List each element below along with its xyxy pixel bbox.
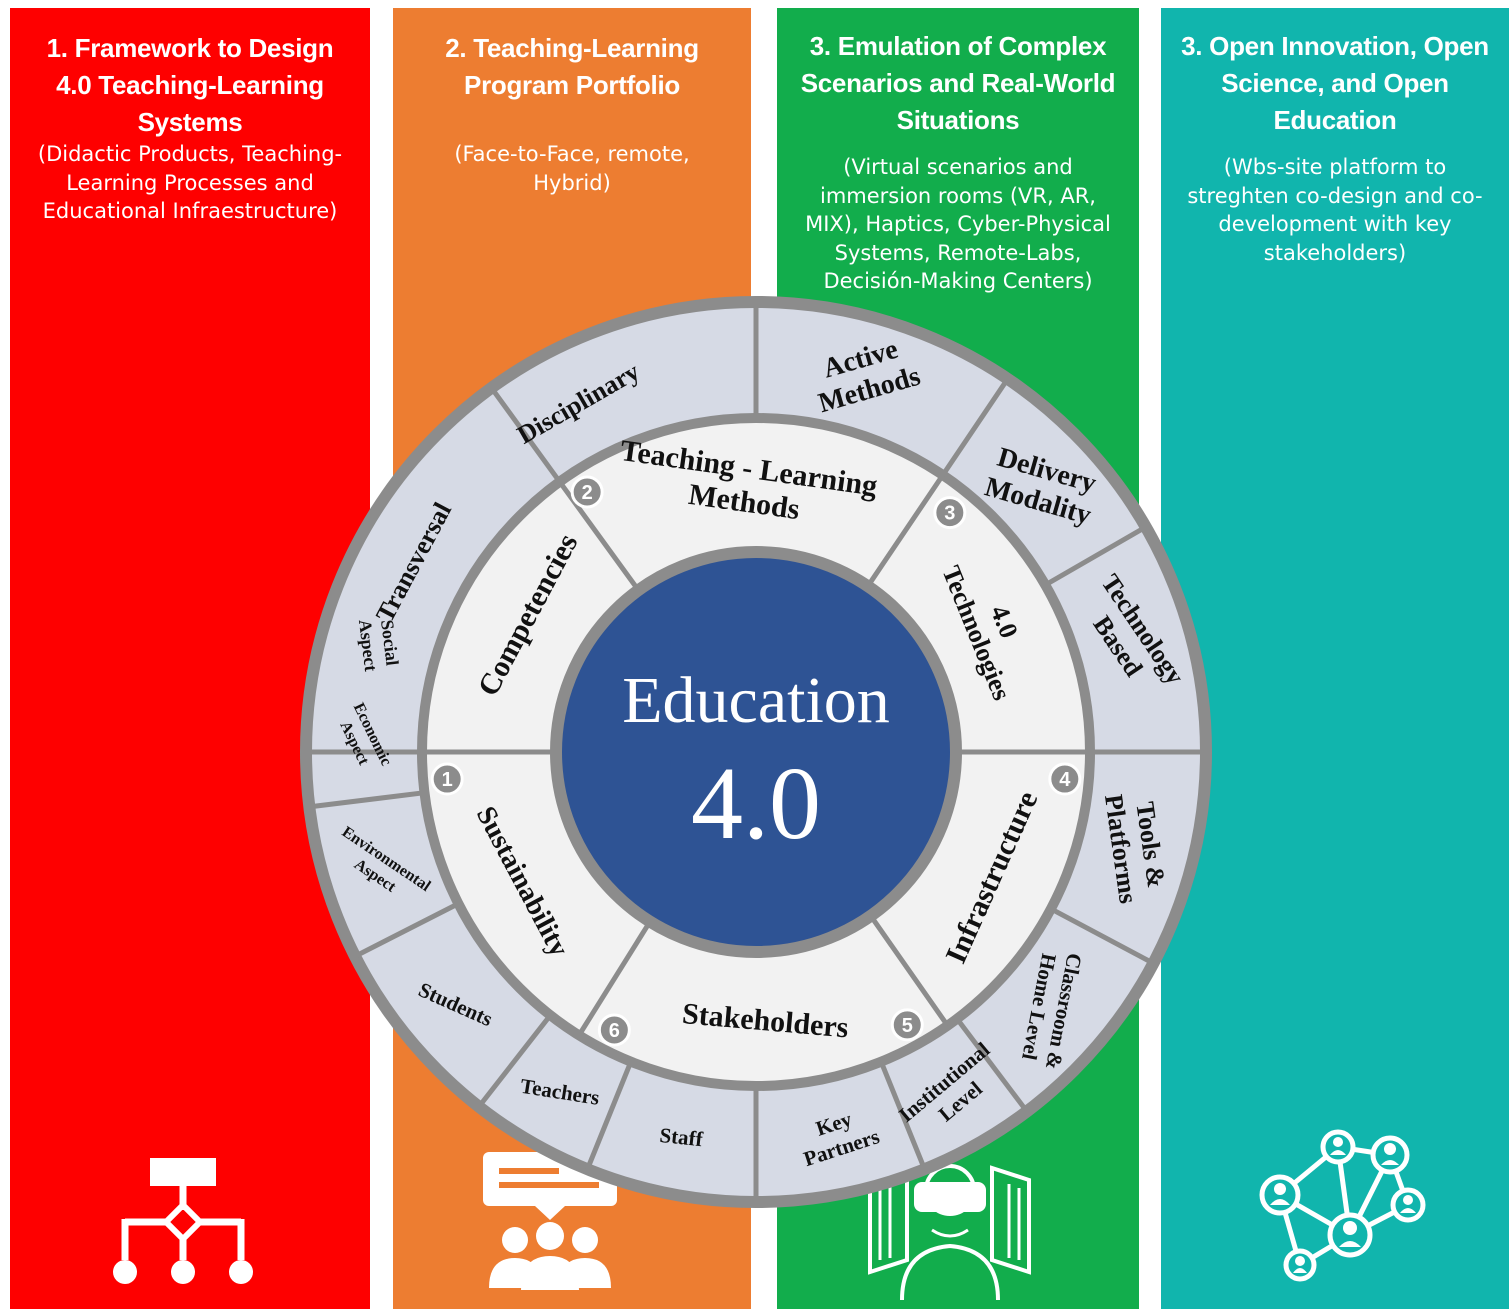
segment-number: 4 [1059,769,1071,791]
inner-divider [865,473,945,588]
segment-number: 2 [582,482,593,504]
outer-divider [489,386,562,484]
outer-divider [955,1017,1029,1113]
segment-number-badge [1048,762,1082,796]
center-title: Education [622,664,890,737]
outer-divider [585,1060,634,1171]
center-number: 4.0 [691,746,821,861]
segment-number-badge [933,496,967,530]
network-people-icon [1259,1129,1426,1282]
segment-number-badge [430,762,464,796]
segment-number: 6 [609,1020,620,1042]
column-subtitle: (Face-to-Face, remote, Hybrid) [454,142,690,195]
segment-number-badge [597,1013,631,1047]
inner-divider [868,914,950,1028]
segment-number: 5 [902,1015,913,1037]
column-title: 1. Framework to Design 4.0 Teaching-Lear… [46,33,334,137]
segment-number: 3 [944,503,955,525]
outer-divider [309,790,425,810]
column-title: 3. Open Innovation, Open Science, and Op… [1181,31,1489,135]
column-open-innovation: 3. Open Innovation, Open Science, and Op… [1161,8,1509,1309]
segment-number-badge [890,1008,924,1042]
inner-divider [576,920,653,1037]
outer-divider [878,1060,927,1171]
center-circle [550,546,962,958]
segment-number-badge [570,475,604,509]
segment-number: 1 [442,769,453,791]
outer-divider [1044,524,1147,588]
column-subtitle: (Didactic Products, Teaching-Learning Pr… [37,142,343,223]
column-title: 3. Emulation of Complex Scenarios and Re… [800,31,1116,135]
column-title: 2. Teaching-Learning Program Portfolio [445,33,699,100]
outer-label-staff: Staff [658,1123,704,1151]
outer-divider [476,1013,553,1109]
column-subtitle: (Wbs-site platform to streghten co-desig… [1187,155,1483,265]
outer-divider [1049,906,1155,966]
column-subtitle: (Virtual scenarios and immersion rooms (… [805,155,1111,293]
outer-divider [940,377,1010,477]
hierarchy-diagram-icon [113,1158,253,1284]
outer-divider [353,901,460,959]
